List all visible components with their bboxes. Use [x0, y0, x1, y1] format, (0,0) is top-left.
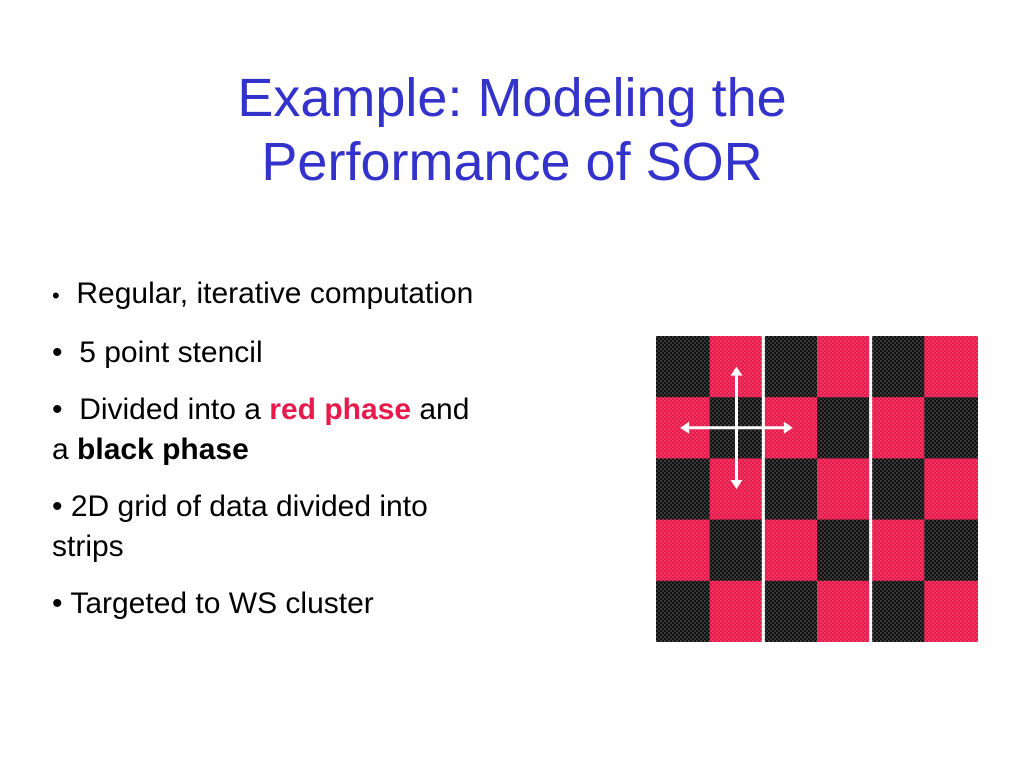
black-phase-label: black phase — [77, 433, 249, 466]
bullet-text: Targeted to WS cluster — [70, 587, 374, 620]
red-cell — [817, 458, 872, 521]
black-cell — [763, 580, 818, 642]
red-phase-label: red phase — [269, 393, 412, 426]
black-cell — [709, 519, 764, 582]
bullet-list: • Regular, iterative computation • 5 poi… — [52, 274, 592, 641]
black-cell — [763, 336, 818, 398]
bullet-text: a — [52, 433, 78, 466]
title-line-2: Performance of SOR — [261, 132, 763, 192]
bullet-text: 2D grid of data divided into — [70, 490, 428, 523]
bullet-dot: • — [52, 393, 63, 426]
bullet-item: • 2D grid of data divided into strips — [52, 487, 592, 567]
red-cell — [924, 458, 978, 521]
bullet-dot: • — [52, 336, 63, 369]
bullet-item: • 5 point stencil — [52, 333, 592, 373]
stencil-arrow-head — [730, 366, 743, 376]
bullet-item: • Targeted to WS cluster — [52, 584, 592, 624]
red-cell — [763, 519, 818, 582]
black-cell — [656, 336, 711, 398]
strip-divider — [869, 336, 873, 642]
red-cell — [870, 519, 925, 582]
black-cell — [817, 397, 872, 459]
bullet-dot: • — [52, 490, 63, 523]
black-cell — [656, 580, 711, 642]
bullet-text: Divided into a — [79, 393, 270, 426]
red-cell — [870, 397, 925, 459]
bullet-item: • Regular, iterative computation — [52, 274, 592, 316]
bullet-dot: • — [52, 283, 60, 308]
black-cell — [870, 458, 925, 521]
stencil-arrow-head — [730, 480, 743, 489]
red-cell — [709, 580, 764, 642]
red-black-grid — [656, 336, 978, 642]
bullet-text: 5 point stencil — [79, 336, 263, 369]
black-cell — [656, 458, 711, 521]
red-cell — [924, 580, 978, 642]
red-cell — [817, 580, 872, 642]
stencil-arrow-head — [680, 421, 690, 434]
black-cell — [817, 519, 872, 582]
black-cell — [763, 458, 818, 521]
red-cell — [656, 519, 711, 582]
bullet-item: • Divided into a red phase and a black p… — [52, 390, 592, 470]
red-cell — [817, 336, 872, 398]
red-cell — [924, 336, 978, 398]
four-way-arrow-icon — [680, 366, 793, 489]
title-line-1: Example: Modeling the — [237, 68, 787, 128]
slide-title: Example: Modeling the Performance of SOR — [112, 66, 912, 194]
black-cell — [924, 519, 978, 582]
strip-divider — [761, 336, 765, 642]
bullet-text: and — [411, 393, 470, 426]
stencil-arrow-head — [783, 421, 793, 434]
bullet-text: strips — [52, 530, 124, 563]
black-cell — [870, 336, 925, 398]
black-cell — [924, 397, 978, 459]
bullet-dot: • — [52, 587, 63, 620]
red-black-grid-figure — [656, 336, 978, 642]
bullet-text: Regular, iterative computation — [76, 277, 474, 310]
black-cell — [870, 580, 925, 642]
